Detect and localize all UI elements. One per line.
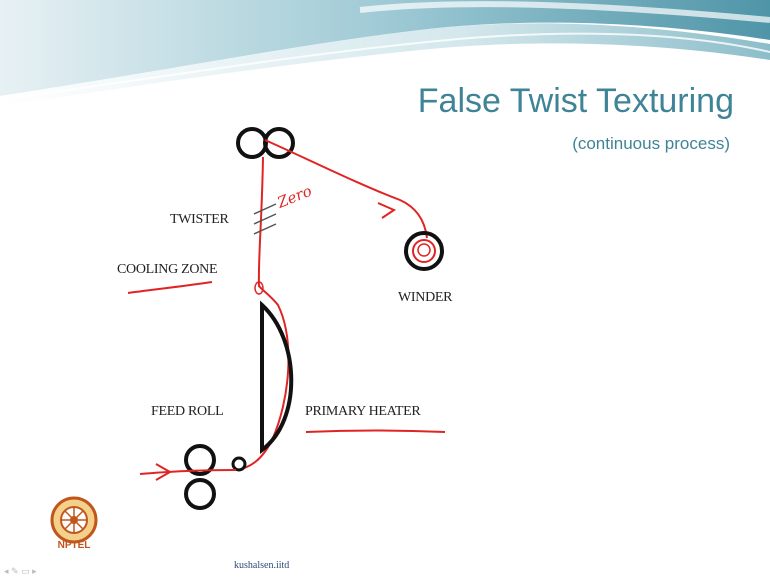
yarn-path-to-winder — [264, 139, 428, 239]
nptel-logo-icon — [50, 496, 98, 544]
label-winder: WINDER — [398, 290, 453, 305]
cooling-zone-underline — [127, 281, 213, 294]
feed-arrowhead-icon — [155, 463, 173, 481]
cooling-zone-node — [254, 281, 264, 295]
primary-heater-underline — [305, 429, 446, 433]
menu-icon[interactable]: ▭ — [21, 566, 30, 576]
prev-icon[interactable]: ◂ — [4, 566, 9, 576]
winder-package — [404, 231, 444, 271]
pen-icon[interactable]: ✎ — [11, 566, 19, 576]
top-roll-pair — [236, 127, 295, 159]
next-icon[interactable]: ▸ — [32, 566, 37, 576]
watermark: kushalsen.iitd — [234, 560, 290, 571]
label-primary-heater: PRIMARY HEATER — [305, 404, 421, 419]
handwritten-annotation: Zero — [274, 182, 315, 212]
feed-roll-pair — [184, 444, 247, 510]
label-twister: TWISTER — [170, 212, 229, 227]
label-feed-roll: FEED ROLL — [151, 404, 224, 419]
slide-title: False Twist Texturing — [417, 82, 734, 120]
twister-marks — [253, 203, 277, 235]
winder-arrow-icon — [377, 202, 397, 219]
primary-heater — [260, 300, 294, 455]
slide-subtitle: (continuous process) — [572, 134, 730, 153]
slide-toolbar[interactable]: ◂ ✎ ▭ ▸ — [4, 566, 37, 577]
nptel-logo-text: NPTEL — [57, 540, 91, 551]
banner-wave — [0, 0, 770, 106]
label-cooling-zone: COOLING ZONE — [117, 262, 218, 277]
feed-arrow-icon — [139, 469, 237, 475]
